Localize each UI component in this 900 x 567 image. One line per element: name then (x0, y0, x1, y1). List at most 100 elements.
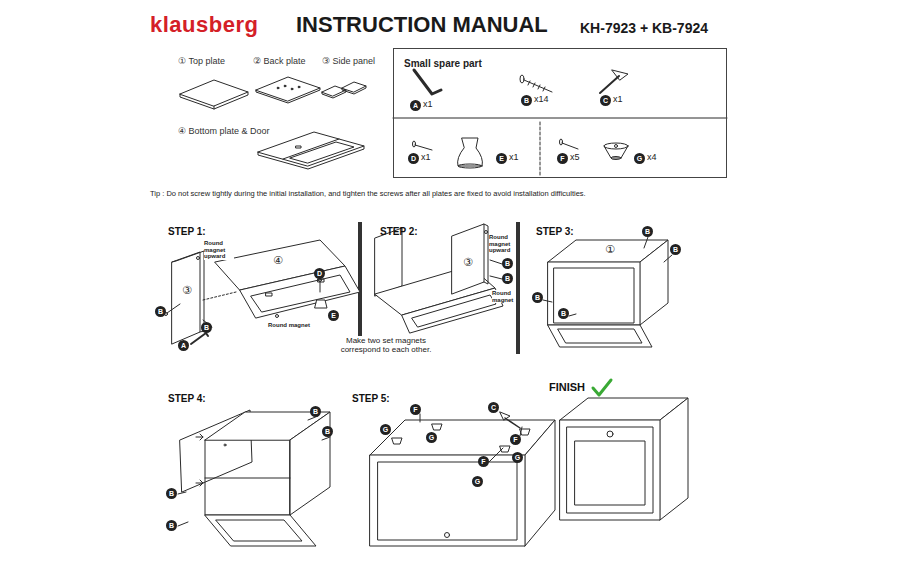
step1-drawing-part (203, 292, 236, 300)
callout-letter: B (155, 306, 166, 317)
callout-letter: D (314, 268, 325, 279)
step1-drawing-part (315, 300, 327, 308)
knob-icon-part (458, 138, 483, 166)
callout-letter: F (557, 153, 568, 164)
step3-drawing-part (558, 329, 642, 343)
magnet-note: Round magnet (268, 322, 310, 329)
check-mark (593, 380, 611, 395)
spare-box-dividers (393, 118, 727, 176)
foot-cone-icon-part (615, 145, 618, 148)
finish-drawing-part (607, 431, 613, 437)
step4-drawing (178, 410, 330, 546)
callout-letter: G (472, 476, 483, 487)
quantity: x4 (647, 152, 657, 162)
step5-drawing-part (420, 414, 421, 422)
quantity: x14 (534, 94, 549, 104)
parts-box: Small spare part (393, 48, 727, 178)
step4-drawing-part (178, 522, 188, 526)
callout-letter: B (310, 406, 321, 417)
tip-note: Tip : Do not screw tightly during the in… (150, 190, 586, 199)
callout-letter: A (178, 340, 189, 351)
page-title: INSTRUCTION MANUAL (296, 12, 548, 37)
knob-icon (458, 138, 483, 168)
step1-drawing (165, 240, 361, 344)
model-number: KH-7923 + KB-7924 (580, 20, 708, 36)
t-handle-icon-part (600, 76, 619, 93)
step5-drawing-part (505, 418, 520, 428)
step3-drawing-part (543, 300, 552, 302)
t-handle-icon (600, 70, 628, 93)
top-plate-drawing (180, 80, 248, 109)
bottom-plate-door-drawing-part (283, 139, 339, 159)
part-name: ② Back plate (253, 56, 306, 66)
step2-drawing-part (452, 224, 484, 294)
callout-letter: F (410, 404, 421, 415)
finish-drawing-part (565, 400, 684, 418)
step1-drawing-part (320, 281, 321, 292)
allen-key-icon (414, 70, 441, 94)
bottom-plate-door-drawing-part (290, 142, 354, 163)
step4-drawing-part (205, 440, 290, 515)
screw-icon (520, 75, 552, 92)
quantity: x1 (613, 94, 623, 104)
magnet-note: Round magnet (492, 290, 516, 303)
top-plate-drawing-part (180, 80, 248, 106)
back-plate-drawing-part (277, 87, 279, 89)
step4-drawing-part (205, 478, 290, 479)
callout-letter: B (558, 308, 569, 319)
step1-drawing-part (197, 257, 200, 260)
callout-letter: B (502, 273, 513, 284)
callout-letter: B (322, 426, 333, 437)
back-plate-drawing-part (256, 77, 320, 101)
callout-letter: B (521, 95, 532, 106)
step3-drawing-part (548, 325, 652, 347)
side-panel-drawing-part (342, 86, 366, 94)
finish-drawing-part (575, 441, 645, 505)
callout-letter: C (600, 95, 611, 106)
part-number: ① (604, 243, 616, 256)
part-name: ① Top plate (178, 56, 225, 66)
callout-letter: G (512, 452, 523, 463)
top-plate-drawing-part (214, 106, 215, 109)
allen-key-icon-part (414, 70, 441, 94)
quantity: x5 (570, 152, 580, 162)
step1-drawing-part (251, 275, 350, 312)
part-number: ③ (181, 284, 193, 297)
callout-letter: E (496, 153, 507, 164)
back-plate-drawing-part (284, 85, 286, 87)
part-number: ③ (462, 256, 474, 269)
step3-drawing-part (664, 255, 672, 262)
step5-drawing-part (489, 448, 503, 462)
spare-box-dividers-part (393, 118, 727, 119)
step4-drawing-part (196, 480, 203, 486)
step1-drawing-part (191, 333, 208, 344)
step3-drawing-part (640, 240, 668, 325)
step2-drawing-part (412, 295, 496, 327)
short-screw-icon-part (415, 145, 432, 150)
step-separator (516, 222, 520, 354)
step4-drawing-part (196, 434, 203, 440)
step2-drawing-part (375, 228, 402, 296)
step3-drawing-part (569, 314, 576, 316)
t-handle-icon-part (612, 70, 628, 80)
small-screw-icon-part (560, 139, 563, 145)
foot-cone-icon-part (604, 143, 628, 149)
step2-drawing-part (490, 276, 502, 279)
step5-drawing-part (378, 462, 517, 540)
back-plate-drawing-part (291, 88, 293, 90)
finish-drawing-part (560, 420, 660, 520)
step-heading: STEP 4: (168, 393, 206, 405)
screw-icon-part (520, 75, 524, 83)
quantity: x1 (509, 152, 519, 162)
step3-drawing-part (554, 268, 634, 323)
callout-letter: B (166, 520, 177, 531)
top-plate-drawing-part (180, 92, 248, 109)
step4-drawing-part (205, 515, 316, 546)
step3-drawing (543, 237, 672, 347)
quantity: x1 (421, 152, 431, 162)
bottom-plate-door-drawing-part (296, 146, 301, 148)
short-screw-icon-part (413, 141, 416, 147)
small-screw-icon (560, 139, 579, 149)
